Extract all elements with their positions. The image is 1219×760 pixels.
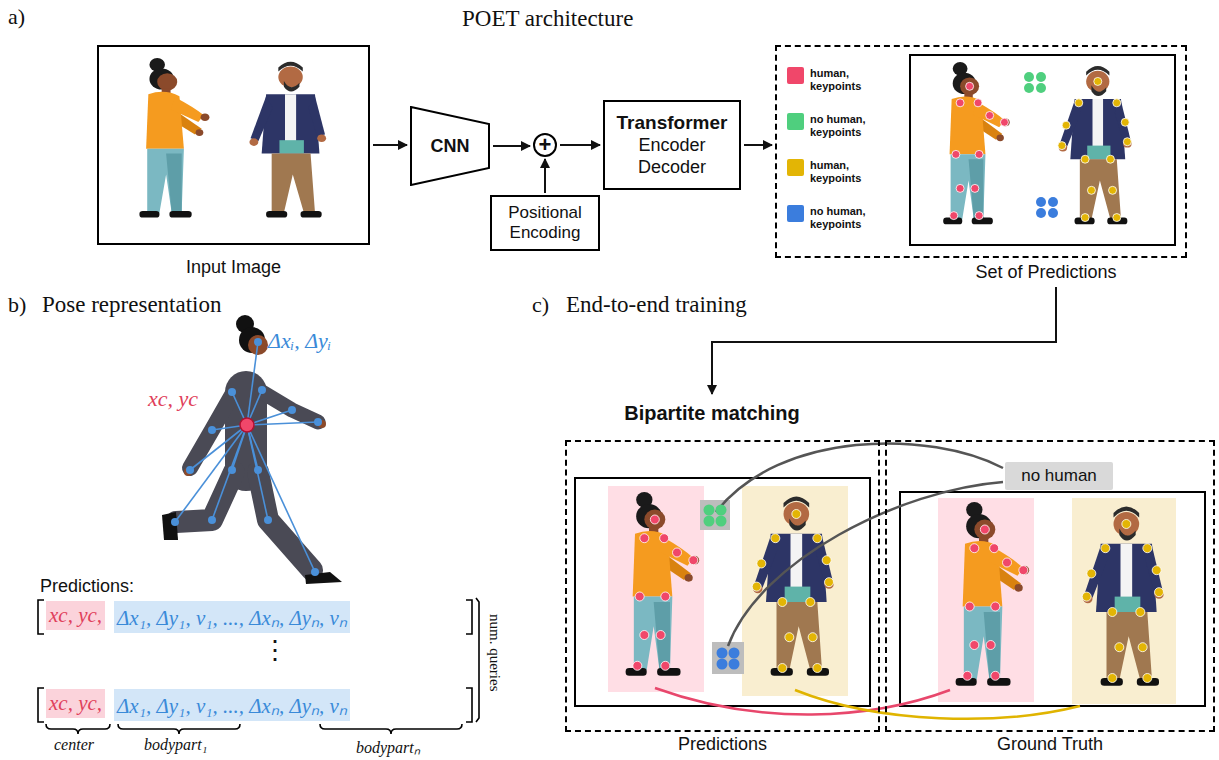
no-human-box: no human <box>1005 462 1113 490</box>
brace-label: center <box>54 736 94 754</box>
flow-arrow <box>712 287 1056 394</box>
panel-title: Pose representation <box>42 292 221 318</box>
legend-swatch <box>787 113 804 130</box>
flow-arrow <box>493 145 530 147</box>
box-label: Positional Encoding <box>500 203 590 243</box>
image-caption: Input Image <box>99 257 368 278</box>
panel-title: End-to-end training <box>566 292 747 318</box>
flow-arrow <box>744 144 772 146</box>
legend-item: human, keypoints <box>787 159 880 185</box>
process-box: Positional Encoding <box>490 195 600 251</box>
legend-text: human, keypoints <box>810 67 880 93</box>
panel-letter: b) <box>8 292 26 318</box>
legend-item: no human, keypoints <box>787 113 880 139</box>
offset-label: Δxᵢ, Δyᵢ <box>268 328 331 354</box>
box-label: CNN <box>431 136 470 157</box>
stage-title: Bipartite matching <box>624 402 800 425</box>
brace-label: bodypart₁ <box>144 736 207 754</box>
panel-letter: a) <box>8 4 25 30</box>
axis-label: num. queries <box>486 614 503 691</box>
predictions-frame: Set of Predictions human, keypoints no hum… <box>775 45 1187 285</box>
legend-text: no human, keypoints <box>810 113 880 139</box>
box-label: no human <box>1021 466 1097 486</box>
cnn-trapezoid: CNN <box>410 106 490 186</box>
plus-sign: + <box>539 136 552 154</box>
legend-swatch <box>787 205 804 222</box>
stage-title: Bipartite matching <box>592 398 832 429</box>
brace-label: bodypartₙ <box>356 736 420 758</box>
ellipsis: ⋮ <box>262 636 288 666</box>
sum-circle: + <box>533 133 557 157</box>
image-box: Input Image <box>97 45 370 245</box>
frame-caption: Set of Predictions <box>905 262 1187 283</box>
panel-title: POET architecture <box>462 6 633 32</box>
matrix-caption: Predictions: <box>40 576 134 597</box>
legend-item: no human, keypoints <box>787 205 880 231</box>
flow-arrow <box>544 159 546 193</box>
legend-swatch <box>787 67 804 84</box>
legend-text: human, keypoints <box>810 159 880 185</box>
transformer-box: TransformerEncoder Decoder <box>603 100 741 190</box>
image-caption: Ground Truth <box>887 734 1213 755</box>
legend-item: human, keypoints <box>787 67 880 93</box>
flow-arrow <box>373 144 407 146</box>
predictions-frame: Predictions <box>565 440 880 732</box>
panel-letter: c) <box>532 292 549 318</box>
image-caption: Predictions <box>567 734 878 755</box>
matrix-bodyparts: Δx₁, Δy₁, v₁, ..., Δxₙ, Δyₙ, vₙ <box>114 689 350 721</box>
box-label: Encoder Decoder <box>632 134 712 178</box>
flow-arrow <box>560 144 600 146</box>
legend-text: no human, keypoints <box>810 205 880 231</box>
legend-swatch <box>787 159 804 176</box>
center-label: xc, yc <box>148 386 198 412</box>
matrix-bodyparts: Δx₁, Δy₁, v₁, ..., Δxₙ, Δyₙ, vₙ <box>114 601 350 633</box>
ground-truth-frame: Ground Truthno human <box>885 440 1215 732</box>
box-heading: Transformer <box>617 112 728 134</box>
matrix-center: xc, yc, <box>46 601 105 630</box>
matrix-center: xc, yc, <box>46 689 105 718</box>
